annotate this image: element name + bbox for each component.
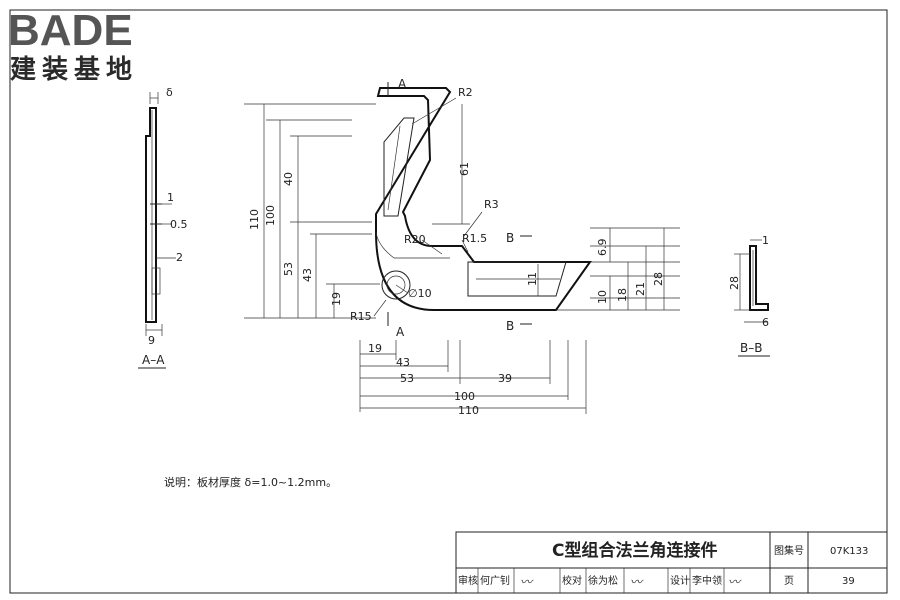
dim-r21: 21 bbox=[634, 282, 647, 296]
section-bb-title: B–B bbox=[740, 341, 762, 355]
page-number: 39 bbox=[842, 576, 855, 587]
dim-v100: 100 bbox=[264, 205, 277, 226]
marker-a-bottom: A bbox=[396, 325, 405, 339]
dim-h110: 110 bbox=[458, 404, 479, 417]
section-aa-view: δ 1 0.5 2 9 A–A bbox=[138, 86, 188, 369]
section-bb-view: 1 28 6 B–B bbox=[728, 234, 770, 357]
lower-slot bbox=[467, 261, 567, 297]
marker-b-bottom: B bbox=[506, 319, 514, 333]
logo: BADE 建装基地 bbox=[8, 6, 138, 85]
design-label: 设计 bbox=[670, 574, 690, 587]
dim-v40: 40 bbox=[282, 172, 295, 186]
dim-h19: 19 bbox=[368, 342, 382, 355]
dim-phi10: ∅10 bbox=[408, 287, 432, 300]
dim-h39: 39 bbox=[498, 372, 512, 385]
logo-latin-text: BADE bbox=[8, 6, 133, 55]
design-name: 李中领 bbox=[692, 574, 722, 587]
check-signature: 〰 bbox=[630, 575, 644, 589]
review-signature: 〰 bbox=[520, 575, 534, 589]
title-block-title: C型组合法兰角连接件 bbox=[552, 540, 717, 561]
dim-r2: R2 bbox=[458, 86, 473, 99]
dim-aa-1: 1 bbox=[167, 191, 174, 204]
title-block: C型组合法兰角连接件 图集号 07K133 页 39 审核 何广钊 〰 校对 徐… bbox=[455, 531, 888, 594]
part-outline bbox=[375, 87, 592, 311]
dim-v110: 110 bbox=[248, 209, 261, 230]
dim-bb-6: 6 bbox=[762, 316, 769, 329]
dim-v53: 53 bbox=[282, 262, 295, 276]
dim-r20: R20 bbox=[404, 233, 426, 246]
section-aa-title: A–A bbox=[142, 353, 165, 367]
dim-r6-9: 6.9 bbox=[596, 239, 609, 257]
dim-r3: R3 bbox=[484, 198, 499, 211]
dim-bb-28: 28 bbox=[728, 276, 741, 290]
main-part-view: A A B B R2 R3 R20 R1.5 R15 ∅10 110 100 4… bbox=[244, 77, 680, 417]
atlas-number: 07K133 bbox=[830, 546, 868, 557]
dim-aa-delta: δ bbox=[166, 86, 173, 99]
note-text: 说明：板材厚度 δ=1.0~1.2mm。 bbox=[164, 475, 337, 489]
dim-v61: 61 bbox=[458, 162, 471, 176]
check-name: 徐为松 bbox=[588, 574, 618, 587]
dim-r10: 10 bbox=[596, 290, 609, 304]
dim-v11: 11 bbox=[526, 272, 539, 286]
dim-v19: 19 bbox=[330, 292, 343, 306]
dim-r15: R15 bbox=[350, 310, 372, 323]
drawing-frame bbox=[9, 9, 888, 594]
dim-aa-2: 2 bbox=[176, 251, 183, 264]
review-name: 何广钊 bbox=[480, 574, 510, 587]
hole-phi10 bbox=[381, 270, 411, 300]
dim-r28: 28 bbox=[652, 272, 665, 286]
marker-b-top: B bbox=[506, 231, 514, 245]
dim-r1-5: R1.5 bbox=[462, 232, 487, 245]
dim-h53: 53 bbox=[400, 372, 414, 385]
dim-aa-9: 9 bbox=[148, 334, 155, 347]
logo-chinese-text: 建装基地 bbox=[10, 55, 138, 85]
dim-bb-1: 1 bbox=[762, 234, 769, 247]
dim-r18: 18 bbox=[616, 288, 629, 302]
dim-h100: 100 bbox=[454, 390, 475, 403]
upper-slot bbox=[383, 117, 415, 217]
design-signature: 〰 bbox=[728, 575, 742, 589]
check-label: 校对 bbox=[562, 574, 582, 587]
review-label: 审核 bbox=[458, 574, 478, 587]
page-label: 页 bbox=[784, 575, 794, 587]
dim-h43: 43 bbox=[396, 356, 410, 369]
atlas-label: 图集号 bbox=[774, 544, 804, 557]
marker-a-top: A bbox=[398, 77, 407, 91]
dim-v43: 43 bbox=[301, 268, 314, 282]
dim-aa-0-5: 0.5 bbox=[170, 218, 188, 231]
